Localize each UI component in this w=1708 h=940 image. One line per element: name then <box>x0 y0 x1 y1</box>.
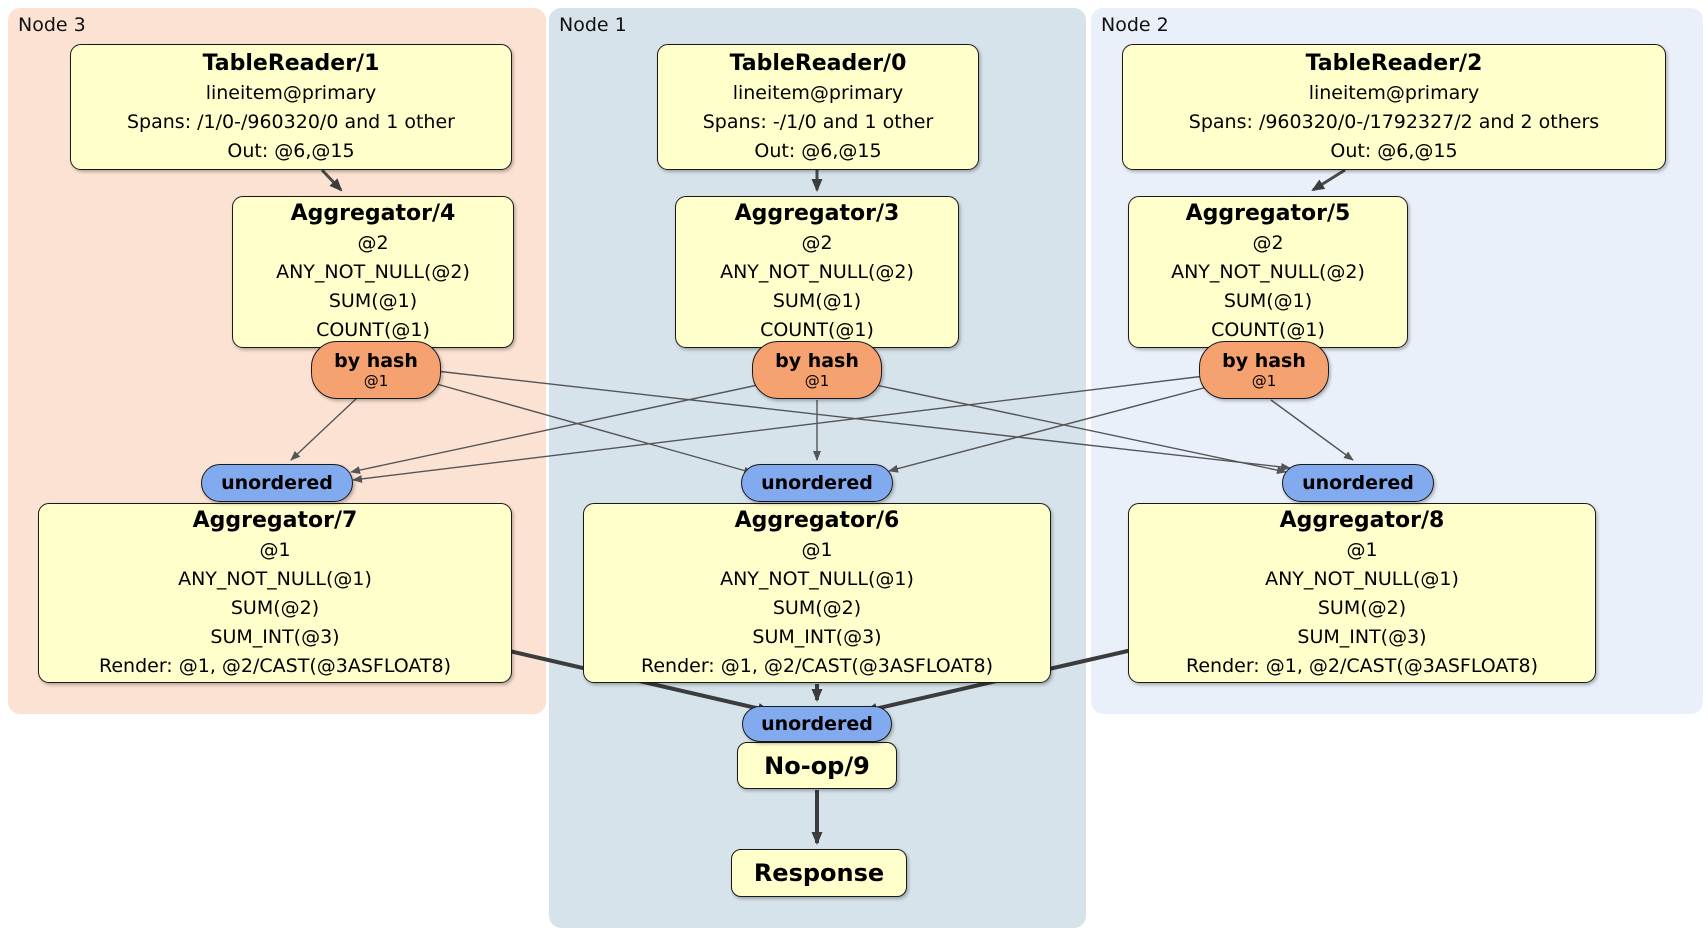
processor-title: TableReader/1 <box>202 50 380 76</box>
aggregator-fn-line: SUM(@1) <box>328 290 418 312</box>
processor-tablereader-2: TableReader/2 lineitem@primary Spans: /9… <box>1122 44 1666 170</box>
processor-title: Aggregator/5 <box>1185 201 1351 226</box>
sync-unordered-node2: unordered <box>1282 464 1434 502</box>
edges-hash-mesh <box>290 370 1354 483</box>
processor-title: TableReader/2 <box>1305 50 1483 76</box>
aggregator-fn-line: SUM(@2) <box>230 596 320 619</box>
aggregator-fn-line: COUNT(@1) <box>760 319 874 341</box>
processor-noop-9: No-op/9 <box>737 742 897 789</box>
sync-unordered-final: unordered <box>742 706 892 742</box>
router-label: by hash <box>775 349 859 372</box>
aggregator-fn-line: SUM(@2) <box>1317 596 1407 619</box>
processor-aggregator-6: Aggregator/6 @1 ANY_NOT_NULL(@1) SUM(@2)… <box>583 503 1051 683</box>
sync-unordered-node1: unordered <box>741 464 893 502</box>
aggregator-group-line: @1 <box>1346 538 1378 561</box>
aggregator-fn-line: ANY_NOT_NULL(@1) <box>1265 567 1459 590</box>
aggregator-fn-line: ANY_NOT_NULL(@2) <box>276 261 470 283</box>
sync-unordered-node3: unordered <box>201 464 353 502</box>
aggregator-group-line: @2 <box>801 232 833 254</box>
processor-title: TableReader/0 <box>729 50 907 76</box>
processor-aggregator-4: Aggregator/4 @2 ANY_NOT_NULL(@2) SUM(@1)… <box>232 196 514 348</box>
edges-tablereader-to-aggregator <box>320 168 1346 192</box>
sync-label: unordered <box>221 472 333 494</box>
aggregator-fn-line: ANY_NOT_NULL(@2) <box>720 261 914 283</box>
sync-label: unordered <box>1302 472 1414 494</box>
sync-label: unordered <box>761 713 873 735</box>
processor-index-line: lineitem@primary <box>732 81 904 104</box>
aggregator-fn-line: COUNT(@1) <box>1211 319 1325 341</box>
processor-spans-line: Spans: -/1/0 and 1 other <box>702 110 934 133</box>
region-node3-label: Node 3 <box>18 14 86 36</box>
processor-out-line: Out: @6,@15 <box>754 139 882 162</box>
sync-label: unordered <box>761 472 873 494</box>
processor-aggregator-5: Aggregator/5 @2 ANY_NOT_NULL(@2) SUM(@1)… <box>1128 196 1408 348</box>
router-by-hash-node3: by hash @1 <box>311 341 441 399</box>
processor-tablereader-0: TableReader/0 lineitem@primary Spans: -/… <box>657 44 979 170</box>
processor-out-line: Out: @6,@15 <box>1330 139 1458 162</box>
router-by-hash-node2: by hash @1 <box>1199 341 1329 399</box>
router-hash-column: @1 <box>1251 371 1277 390</box>
processor-index-line: lineitem@primary <box>205 81 377 104</box>
processor-title: Aggregator/6 <box>734 507 900 533</box>
aggregator-render-line: Render: @1, @2/CAST(@3ASFLOAT8) <box>1186 654 1538 677</box>
processor-aggregator-7: Aggregator/7 @1 ANY_NOT_NULL(@1) SUM(@2)… <box>38 503 512 683</box>
aggregator-group-line: @2 <box>357 232 389 254</box>
aggregator-render-line: Render: @1, @2/CAST(@3ASFLOAT8) <box>641 654 993 677</box>
aggregator-fn-line: ANY_NOT_NULL(@2) <box>1171 261 1365 283</box>
aggregator-fn-line: SUM(@2) <box>772 596 862 619</box>
region-node1-label: Node 1 <box>559 14 627 36</box>
processor-tablereader-1: TableReader/1 lineitem@primary Spans: /1… <box>70 44 512 170</box>
router-hash-column: @1 <box>363 371 389 390</box>
aggregator-fn-line: ANY_NOT_NULL(@1) <box>178 567 372 590</box>
response-node: Response <box>731 849 907 897</box>
region-node2-label: Node 2 <box>1101 14 1169 36</box>
processor-index-line: lineitem@primary <box>1308 81 1480 104</box>
router-hash-column: @1 <box>804 371 830 390</box>
aggregator-fn-line: SUM(@1) <box>772 290 862 312</box>
router-label: by hash <box>334 349 418 372</box>
processor-aggregator-8: Aggregator/8 @1 ANY_NOT_NULL(@1) SUM(@2)… <box>1128 503 1596 683</box>
processor-spans-line: Spans: /1/0-/960320/0 and 1 other <box>127 110 455 133</box>
router-by-hash-node1: by hash @1 <box>752 341 882 399</box>
aggregator-fn-line: ANY_NOT_NULL(@1) <box>720 567 914 590</box>
aggregator-fn-line: SUM(@1) <box>1223 290 1313 312</box>
processor-aggregator-3: Aggregator/3 @2 ANY_NOT_NULL(@2) SUM(@1)… <box>675 196 959 348</box>
processor-title: Aggregator/8 <box>1279 507 1445 533</box>
aggregator-group-line: @1 <box>259 538 291 561</box>
aggregator-group-line: @2 <box>1252 232 1284 254</box>
processor-title: Aggregator/4 <box>290 201 456 226</box>
aggregator-fn-line: SUM_INT(@3) <box>210 625 340 648</box>
aggregator-group-line: @1 <box>801 538 833 561</box>
processor-title: Aggregator/3 <box>734 201 900 226</box>
aggregator-fn-line: SUM_INT(@3) <box>1297 625 1427 648</box>
aggregator-render-line: Render: @1, @2/CAST(@3ASFLOAT8) <box>99 654 451 677</box>
aggregator-fn-line: SUM_INT(@3) <box>752 625 882 648</box>
processor-out-line: Out: @6,@15 <box>227 139 355 162</box>
processor-title: Aggregator/7 <box>192 507 358 533</box>
processor-spans-line: Spans: /960320/0-/1792327/2 and 2 others <box>1188 110 1600 133</box>
router-label: by hash <box>1222 349 1306 372</box>
aggregator-fn-line: COUNT(@1) <box>316 319 430 341</box>
